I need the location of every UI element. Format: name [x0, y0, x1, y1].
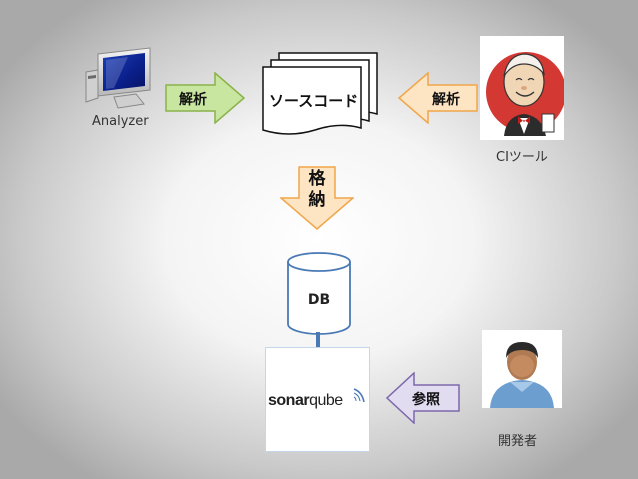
monitor-icon: [85, 47, 151, 109]
jenkins-butler-icon: [480, 36, 564, 140]
qube-logo-text: qube: [309, 392, 343, 409]
arrow-right-icon: [165, 71, 246, 125]
db-sonar-connector: [316, 332, 320, 350]
sonar-waves-icon: [353, 388, 365, 403]
source-code-node: ソースコード: [255, 50, 385, 140]
arrow-left-icon: [397, 71, 478, 125]
refer-arrow: 参照: [385, 371, 460, 425]
ci-tool-label: CIツール: [496, 150, 548, 165]
document-stack-icon: [262, 52, 378, 135]
source-code-label: ソースコード: [269, 92, 359, 110]
db-node: DB: [286, 252, 352, 336]
store-arrow: 格 納: [278, 166, 356, 230]
analyze-label-left: 解析: [179, 92, 207, 108]
analyzer-node: Analyzer: [78, 42, 158, 129]
database-cylinder-icon: [287, 252, 351, 335]
analyze-arrow-right: 解析: [397, 71, 478, 125]
store-label-line2: 納: [308, 190, 326, 210]
analyzer-label: Analyzer: [92, 114, 149, 129]
developer-label: 開発者: [498, 434, 538, 449]
analyze-arrow-left: 解析: [165, 71, 246, 125]
analyze-label-right: 解析: [432, 92, 460, 108]
ci-tool-node: CIツール: [476, 36, 566, 166]
developer-node: 開発者: [476, 330, 566, 456]
arrow-left-icon: [385, 371, 460, 425]
db-label: DB: [307, 292, 331, 308]
sonarqube-node: sonarqube: [265, 347, 370, 452]
user-avatar-icon: [482, 330, 562, 408]
sonar-logo-text: sonar: [268, 392, 310, 409]
sonarqube-logo-icon: sonarqube: [268, 390, 343, 410]
arrow-down-icon: [278, 166, 356, 230]
refer-label: 参照: [412, 392, 440, 408]
store-label-line1: 格: [308, 169, 326, 189]
